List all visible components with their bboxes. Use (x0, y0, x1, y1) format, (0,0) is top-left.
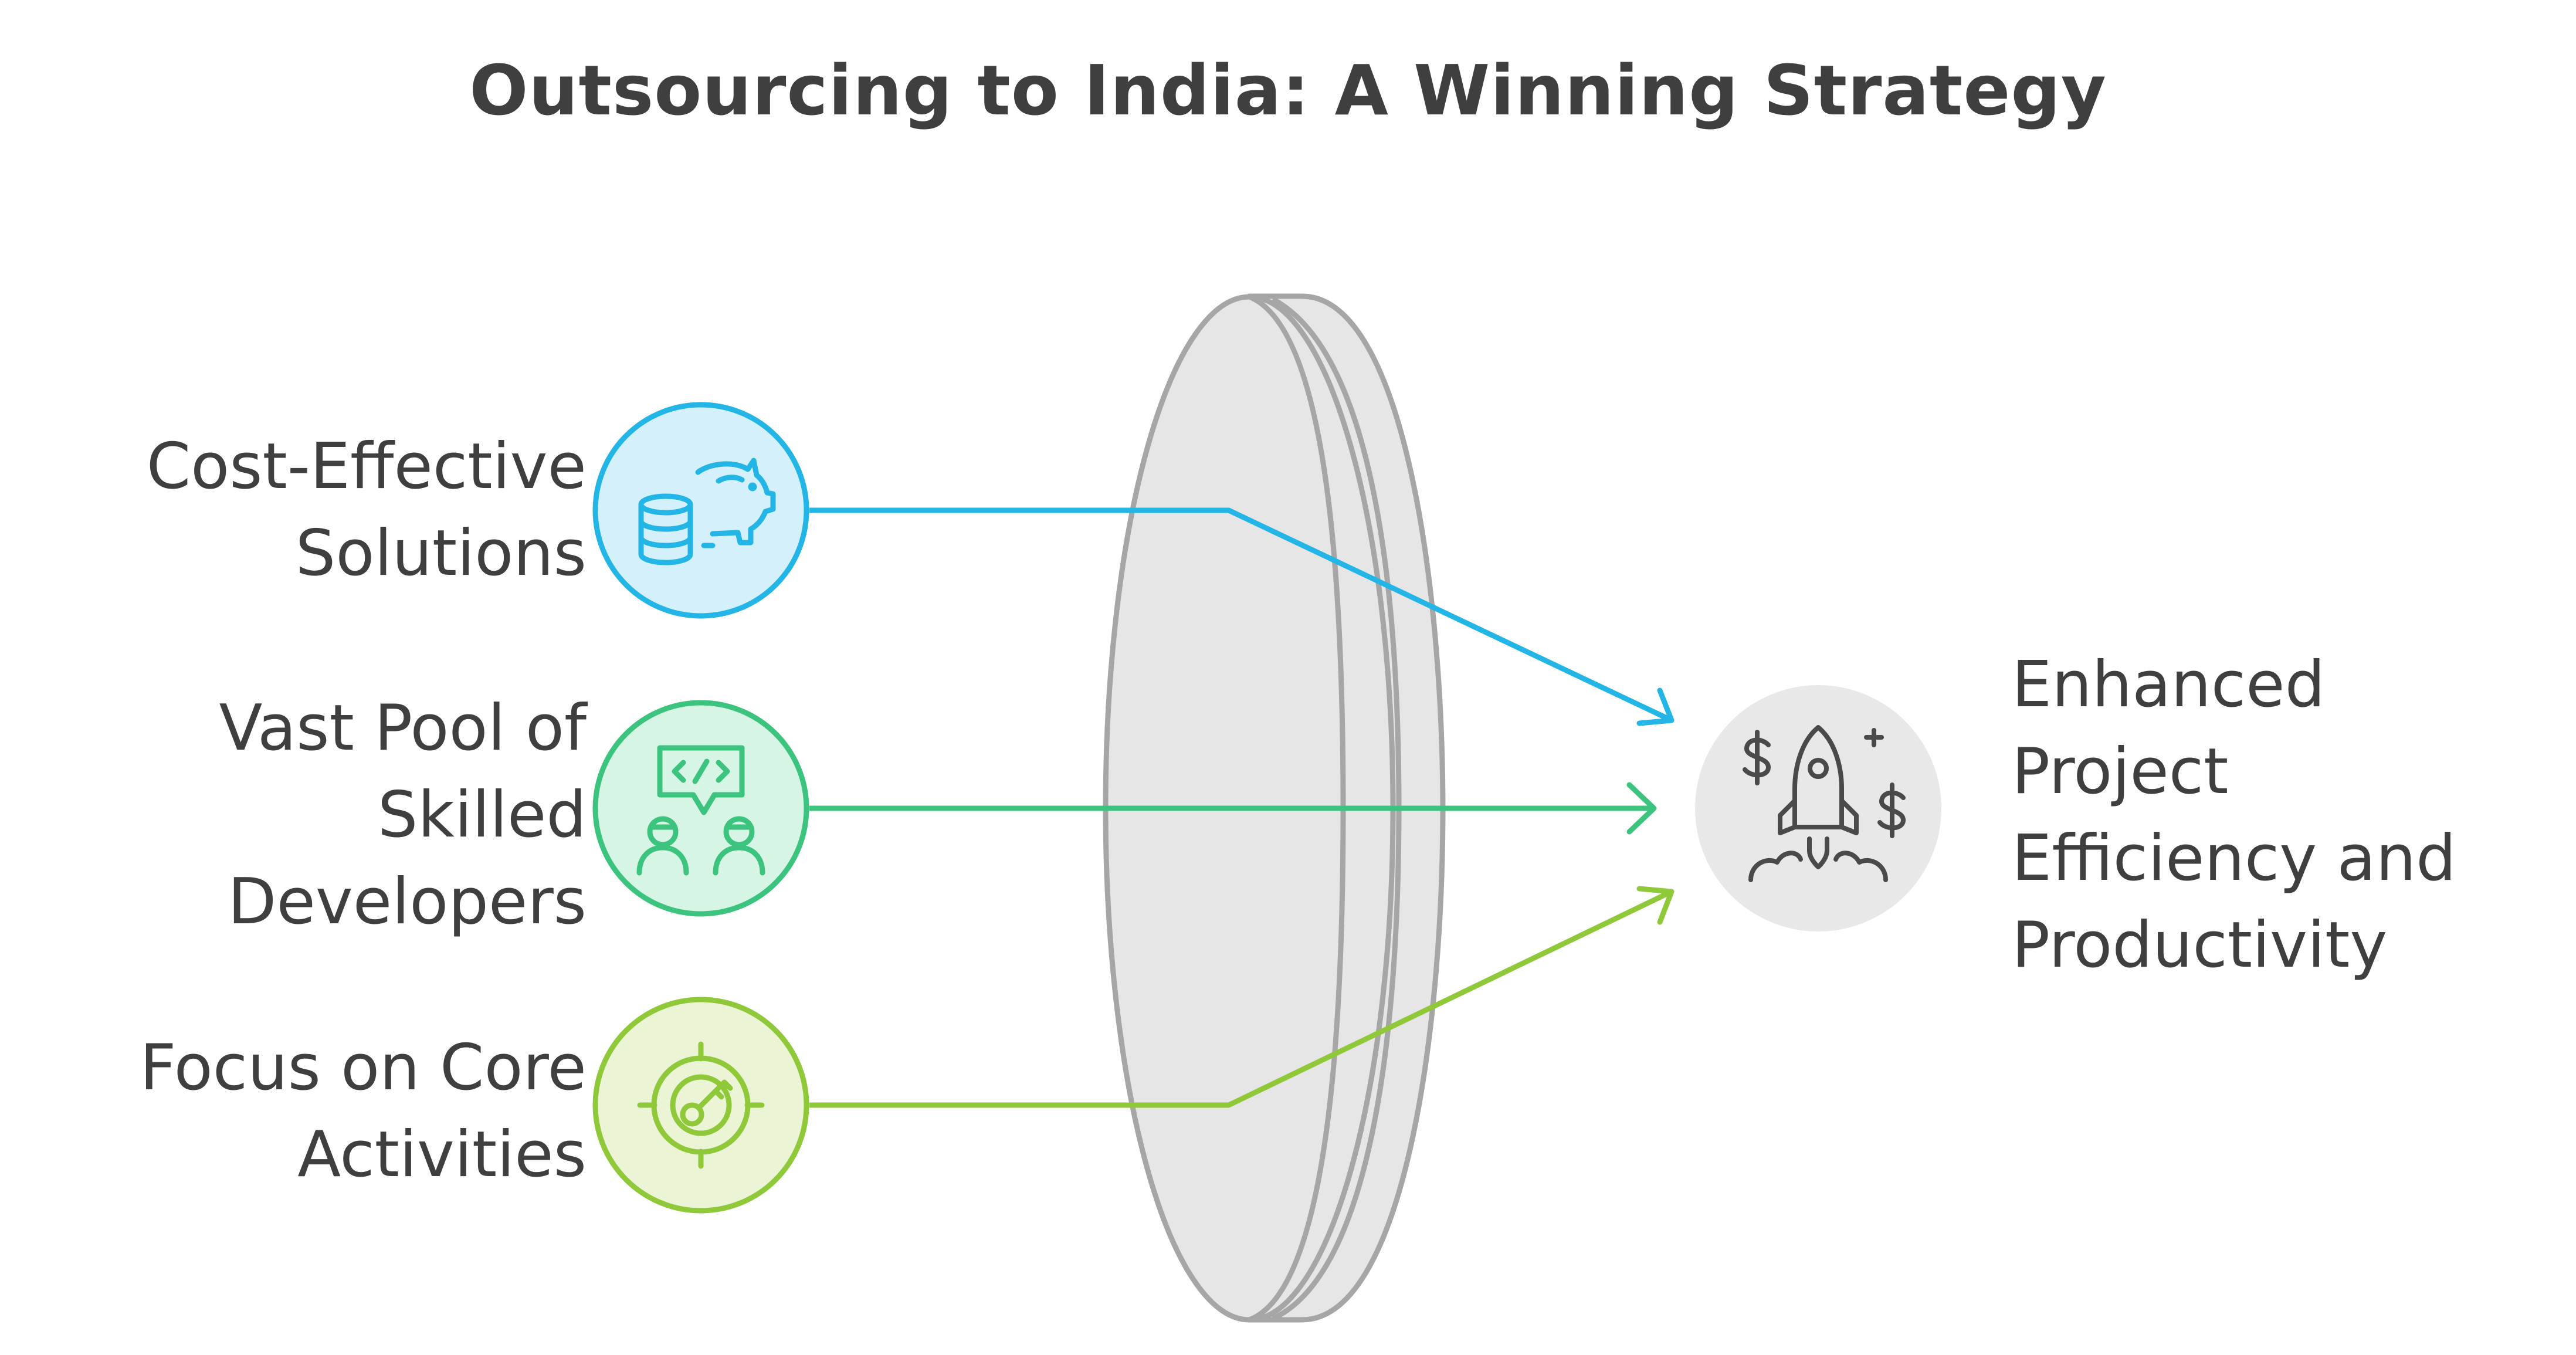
arrow-focus (809, 886, 1675, 1108)
diagram-title: Outsourcing to India: A Winning Strategy (469, 50, 2107, 131)
input-label-cost: Cost-Effective Solutions (146, 430, 587, 590)
pool-circle (592, 700, 809, 917)
arrow-pool (809, 782, 1657, 835)
developers-code-icon (636, 745, 765, 876)
target-key-icon (637, 1041, 765, 1169)
piggy-bank-coins-icon (638, 458, 776, 565)
rocket-dollar-icon (1743, 725, 1906, 882)
input-label-focus: Focus on Core Activities (140, 1031, 587, 1191)
cost-circle (592, 402, 809, 619)
output-circle (1695, 685, 1941, 931)
output-label: Enhanced Project Efficiency and Producti… (2012, 648, 2456, 982)
focus-circle (592, 997, 809, 1214)
input-label-pool: Vast Pool of Skilled Developers (219, 692, 587, 939)
arrow-cost (809, 507, 1675, 726)
